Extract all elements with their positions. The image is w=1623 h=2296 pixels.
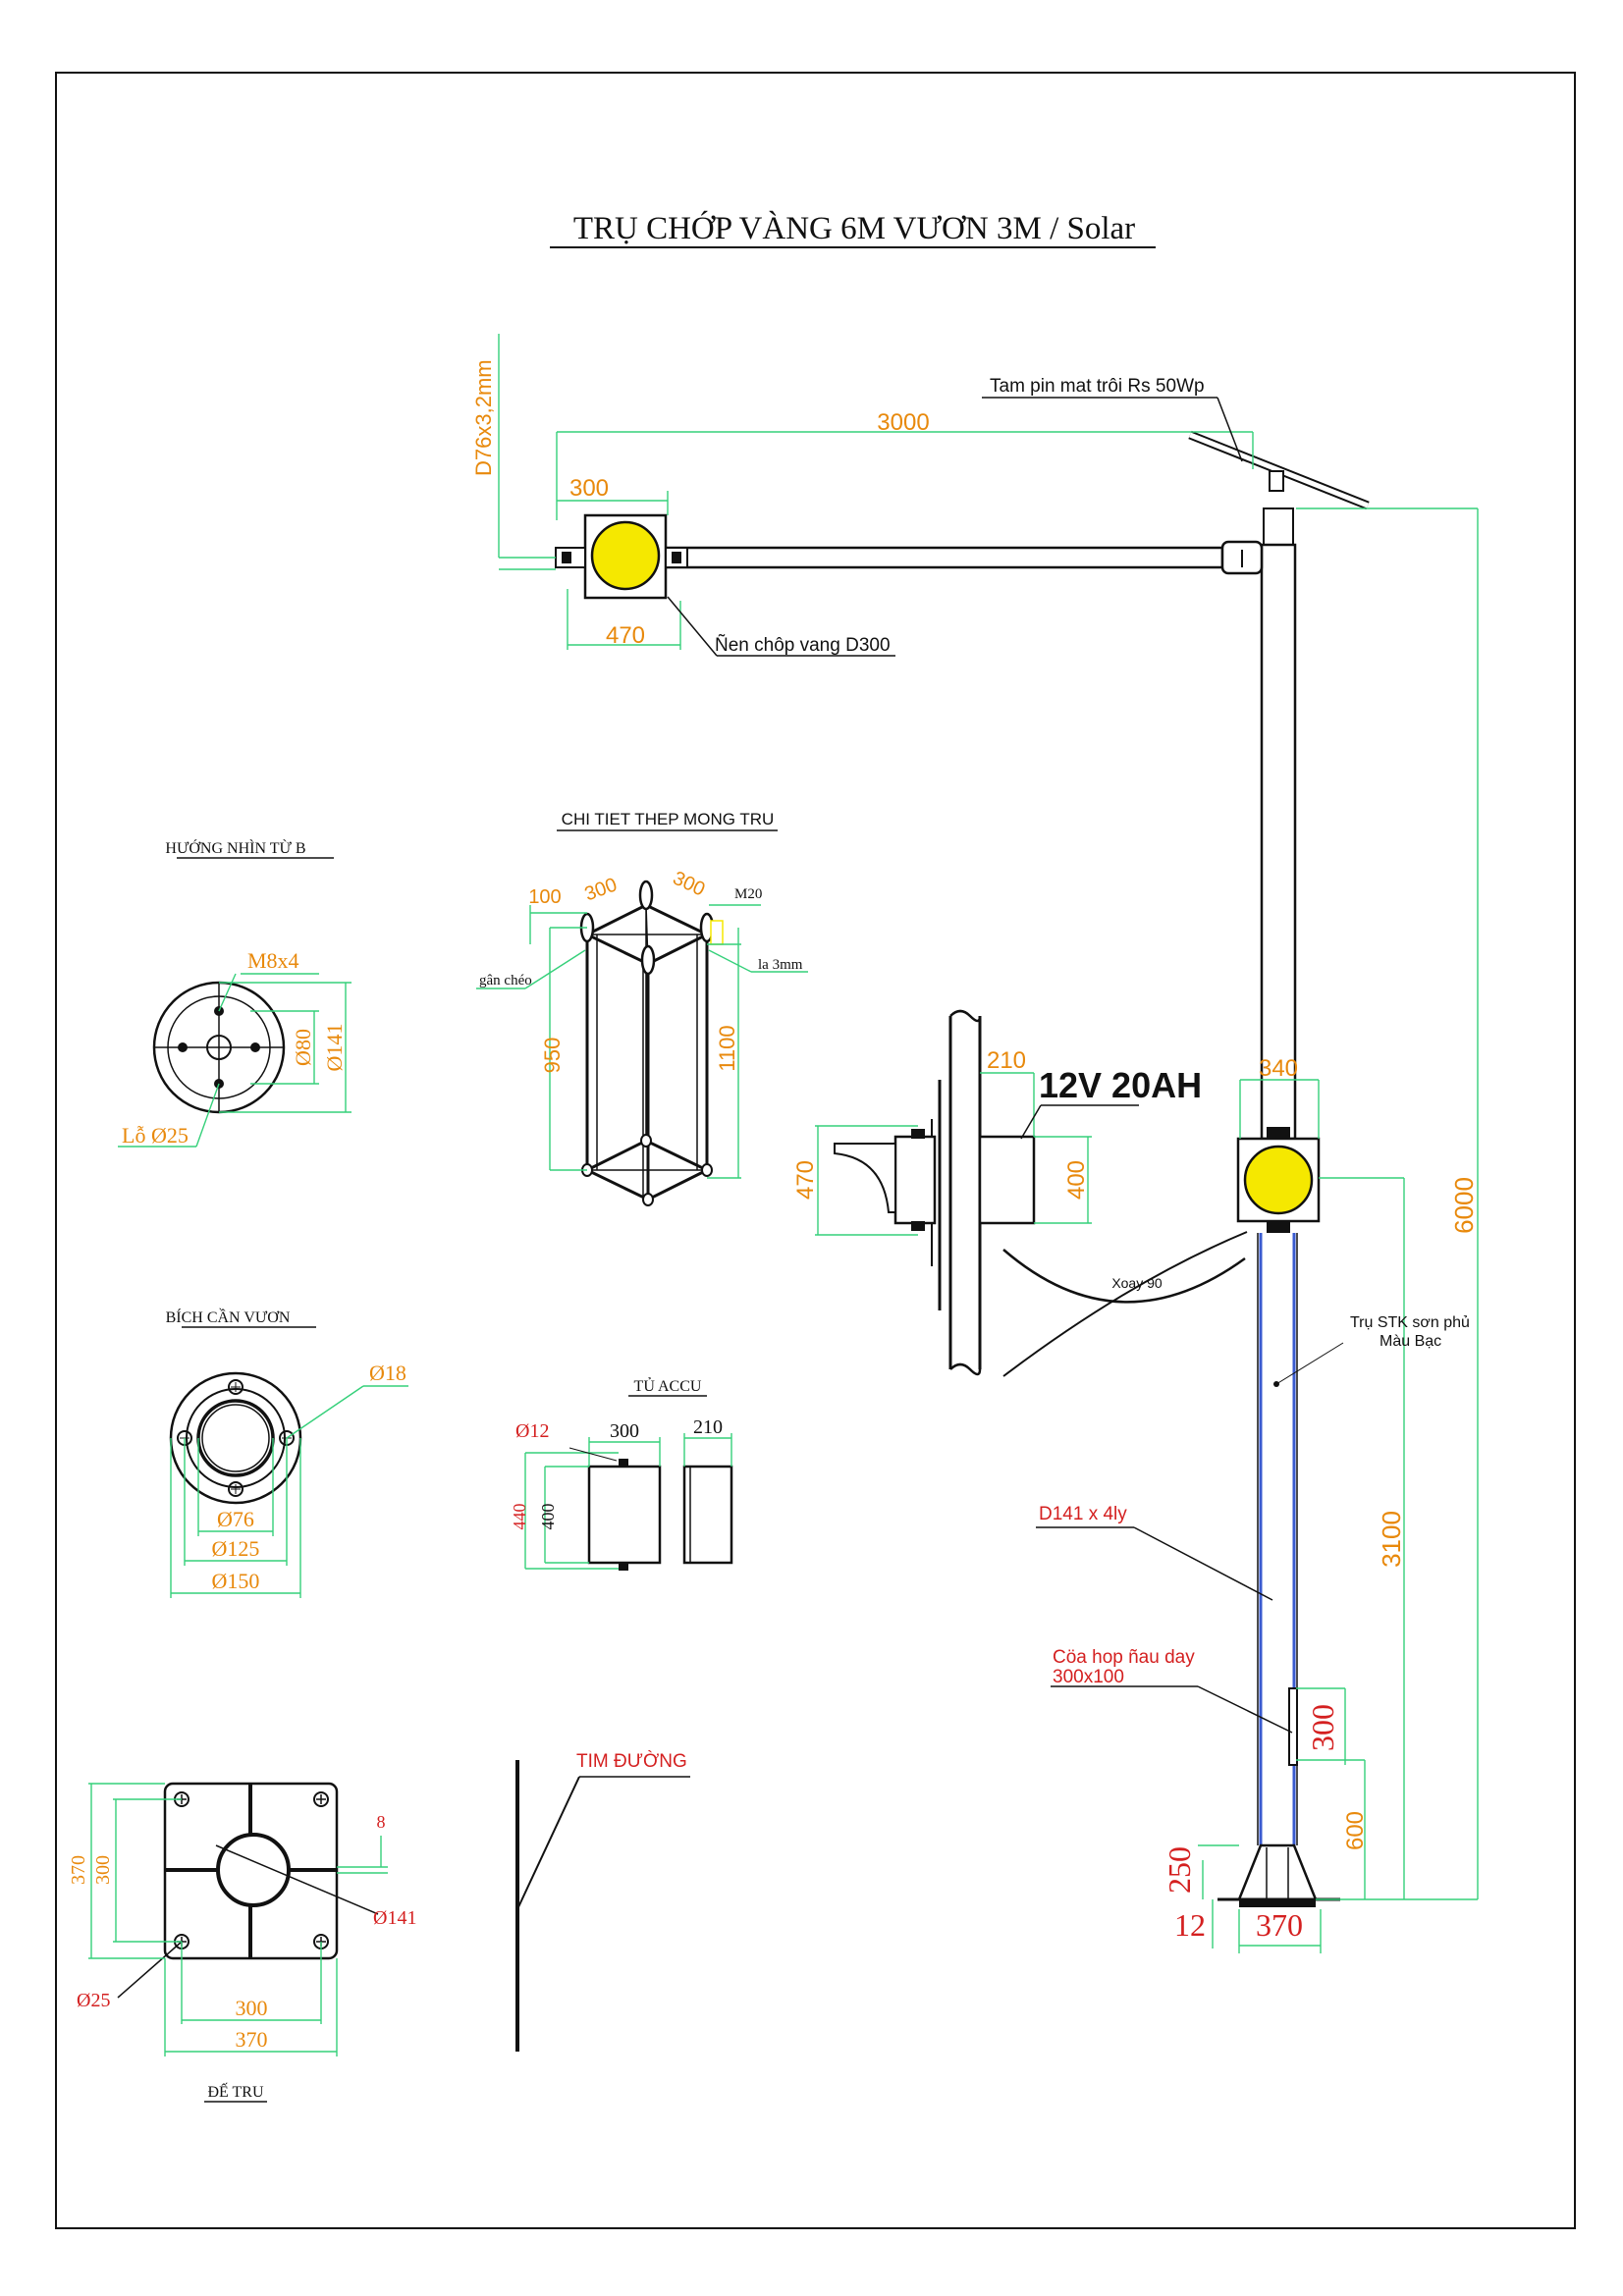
foundation-plate-label: la 3mm bbox=[758, 957, 803, 973]
door-size-dim: 300 bbox=[1305, 1704, 1340, 1751]
battery-mount-detail: 210 12V 20AH 470 400 Xoay 90 bbox=[792, 1009, 1248, 1377]
base-d25: Ø25 bbox=[77, 1990, 110, 2011]
flange-detail: BÍCH CẦN VƯƠN Ø18 Ø76 Ø125 Ø150 bbox=[166, 1308, 408, 1598]
base-t8: 8 bbox=[377, 1812, 386, 1832]
main-pole-view: D76x3,2mm Tam pin mat trôi Rs 50Wp 3000 … bbox=[471, 334, 1479, 1953]
accu-w300: 300 bbox=[610, 1420, 639, 1442]
drawing-border bbox=[55, 72, 1576, 2229]
pole-material-label-1: Trụ STK sơn phủ bbox=[1350, 1314, 1470, 1331]
foundation-bolt-label: M20 bbox=[734, 886, 762, 902]
foundation-h950: 950 bbox=[540, 1038, 565, 1074]
battery-width-dim: 210 bbox=[987, 1047, 1026, 1074]
mid-height-dim: 3100 bbox=[1377, 1511, 1406, 1568]
lamp-arm bbox=[666, 546, 1224, 569]
foundation-dim-300b: 300 bbox=[670, 868, 709, 901]
flange-d76: Ø76 bbox=[217, 1507, 254, 1531]
view-b-hole: Lỗ Ø25 bbox=[122, 1123, 189, 1148]
accu-box-detail: TỦ ACCU Ø12 300 210 440 400 bbox=[510, 1376, 733, 1571]
battery-height-dim-470: 470 bbox=[792, 1160, 819, 1200]
base-d141: Ø141 bbox=[373, 1907, 416, 1929]
lower-lamp bbox=[1243, 1145, 1314, 1215]
lamp-box-dim: 470 bbox=[606, 622, 645, 649]
lower-lamp-width-dim: 340 bbox=[1259, 1055, 1298, 1082]
battery-height-dim-400: 400 bbox=[1063, 1160, 1090, 1200]
base-w370: 370 bbox=[236, 2027, 268, 2052]
total-height-dim: 6000 bbox=[1449, 1177, 1479, 1234]
accu-h400: 400 bbox=[538, 1504, 558, 1530]
base-250-dim: 250 bbox=[1162, 1846, 1197, 1894]
base-plate-title: ĐẾ TRU bbox=[207, 2082, 263, 2101]
base-h370: 370 bbox=[68, 1855, 89, 1885]
upper-lamp bbox=[590, 520, 661, 591]
flange-title: BÍCH CẦN VƯƠN bbox=[166, 1308, 291, 1326]
base-plate-detail: 370 300 8 Ø141 Ø25 300 370 ĐẾ TRU bbox=[68, 1782, 416, 2103]
road-center-detail: TIM ĐƯỜNG bbox=[515, 1750, 690, 2052]
pole-spec-label: D141 x 4ly bbox=[1039, 1504, 1127, 1524]
handhole-door bbox=[1288, 1687, 1298, 1766]
door-label-1: Cöa hop ñau day bbox=[1053, 1647, 1195, 1668]
view-b-title: HƯỚNG NHÌN TỪ B bbox=[165, 838, 305, 857]
flange-d150: Ø150 bbox=[212, 1569, 260, 1593]
view-b-bolt-label: M8x4 bbox=[247, 948, 299, 973]
road-center-label: TIM ĐƯỜNG bbox=[576, 1750, 687, 1772]
foundation-title: CHI TIET THEP MONG TRU bbox=[562, 810, 775, 828]
foundation-dim-300a: 300 bbox=[582, 874, 621, 905]
accu-d12: Ø12 bbox=[515, 1420, 549, 1442]
accu-w210: 210 bbox=[693, 1416, 723, 1438]
flange-d125: Ø125 bbox=[212, 1536, 260, 1561]
accu-h440: 440 bbox=[510, 1504, 529, 1530]
lamp-label: Ñen chôp vang D300 bbox=[715, 634, 891, 656]
pole-upper bbox=[1260, 543, 1297, 1141]
rotate-label: Xoay 90 bbox=[1111, 1275, 1163, 1291]
foundation-cage-detail: CHI TIET THEP MONG TRU bbox=[476, 810, 808, 1206]
view-b-detail: HƯỚNG NHÌN TỪ B M8x4 Ø80 Ø141 Lỗ Ø25 bbox=[118, 838, 352, 1148]
view-b-d80: Ø80 bbox=[291, 1029, 315, 1066]
pole-material-label-2: Màu Bạc bbox=[1380, 1333, 1441, 1350]
battery-box bbox=[978, 1135, 1036, 1225]
base-h300: 300 bbox=[92, 1855, 114, 1885]
pole-top-segment bbox=[1263, 507, 1294, 549]
pipe-spec-label: D76x3,2mm bbox=[471, 359, 496, 476]
arm-length-dim: 3000 bbox=[877, 409, 929, 436]
foundation-dim-100: 100 bbox=[528, 886, 561, 908]
base-w300: 300 bbox=[236, 1996, 268, 2020]
door-label-2: 300x100 bbox=[1053, 1667, 1124, 1687]
drawing-title: TRỤ CHỚP VÀNG 6M VƯƠN 3M / Solar bbox=[573, 209, 1135, 246]
flange-d18: Ø18 bbox=[369, 1361, 406, 1385]
foundation-rib-label: gân chéo bbox=[479, 973, 532, 988]
view-b-d141: Ø141 bbox=[322, 1024, 347, 1072]
lamp-width-dim: 300 bbox=[569, 475, 609, 502]
base-370-dim: 370 bbox=[1256, 1907, 1303, 1943]
solar-panel-label: Tam pin mat trôi Rs 50Wp bbox=[990, 376, 1205, 397]
pole-base bbox=[1237, 1843, 1318, 1901]
foundation-h1100: 1100 bbox=[715, 1025, 739, 1071]
battery-label: 12V 20AH bbox=[1039, 1065, 1202, 1105]
base-12-dim: 12 bbox=[1174, 1907, 1206, 1943]
accu-box-title: TỦ ACCU bbox=[634, 1376, 702, 1395]
door-height-dim: 600 bbox=[1342, 1811, 1369, 1850]
